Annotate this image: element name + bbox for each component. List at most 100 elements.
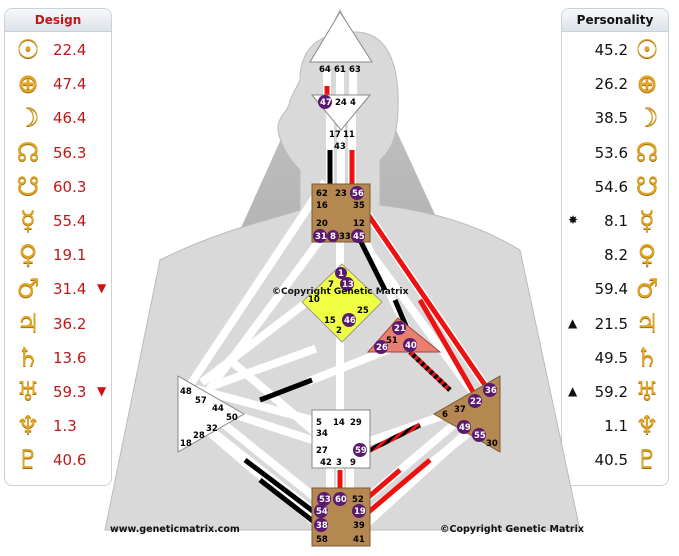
personality-value: 59.2 (594, 383, 628, 401)
design-row: ☋60.3 (5, 170, 111, 204)
earth-icon: ⊕ (17, 69, 39, 100)
active-channels (243, 86, 488, 527)
design-row: ☽ 46.4 (5, 101, 111, 135)
personality-value: 38.5 (594, 109, 628, 128)
active-gate-marker (457, 420, 471, 434)
status-marker: ✸ (568, 213, 579, 227)
gate-label: 12 (353, 219, 365, 229)
gate-label: 19 (354, 507, 366, 517)
personality-row: ♄ 49.5 (562, 341, 668, 375)
gate-label: 45 (353, 232, 365, 242)
neptune-icon: ♆ (635, 411, 659, 442)
design-row: ⊕ 47.4 (5, 67, 111, 101)
status-marker: ▼ (97, 281, 107, 296)
gate-label: 40 (405, 341, 417, 351)
footer-website[interactable]: www.geneticmatrix.com (110, 524, 240, 535)
personality-panel: Personality ☉45.2⊕26.2☽38.5☊53.6☋54.6☿8.… (561, 8, 669, 486)
design-row: ♀19.1 (5, 238, 111, 272)
active-gate-marker (351, 229, 365, 243)
footer-copyright: ©Copyright Genetic Matrix (440, 524, 585, 535)
status-marker: ▼ (97, 384, 107, 398)
gate-label: 5 (316, 418, 322, 428)
saturn-icon: ♄ (635, 342, 659, 373)
gate-label: 43 (334, 142, 346, 152)
active-gate-marker (318, 95, 332, 109)
uranus-icon: ♅ (635, 377, 659, 407)
personality-row: ☋54.6 (562, 170, 668, 204)
design-value: 47.4 (53, 75, 87, 94)
gate-label: 55 (474, 431, 486, 441)
head-center (309, 11, 373, 63)
mercury-icon: ☿ (20, 206, 36, 236)
gate-label: 20 (316, 219, 328, 229)
gate-label: 39 (353, 521, 365, 531)
active-gate-marker (468, 394, 482, 408)
personality-value: 49.5 (594, 348, 628, 367)
gate-label: 17 (329, 130, 341, 140)
status-marker: ▲ (568, 384, 578, 398)
gate-label: 60 (335, 495, 347, 505)
personality-value: 40.5 (594, 451, 628, 470)
design-value: 59.3 (53, 383, 87, 401)
gate-label: 35 (353, 201, 365, 211)
personality-row: ⊕26.2 (562, 67, 668, 101)
gate-label: 37 (454, 405, 466, 415)
gate-label: 22 (470, 397, 482, 407)
sacral-center (311, 409, 371, 469)
copyright-watermark: ©Copyright Genetic Matrix (272, 287, 409, 297)
active-gate-marker (327, 230, 339, 242)
personality-value: 45.2 (594, 41, 628, 59)
gate-label: 15 (324, 316, 336, 326)
gate-label: 42 (320, 458, 332, 468)
design-value: 56.3 (53, 143, 87, 162)
gate-label: 54 (316, 507, 328, 517)
active-gate-marker (333, 492, 347, 506)
gate-label: 36 (485, 386, 497, 396)
gate-label: 1 (338, 269, 344, 279)
moon-icon: ☽ (16, 103, 40, 134)
north-node-icon: ☊ (635, 137, 659, 168)
gate-label: 61 (334, 65, 346, 75)
personality-row: ☊53.6 (562, 136, 668, 170)
gate-label: 29 (350, 418, 362, 428)
gate-label: 52 (352, 495, 364, 505)
active-gate-marker (317, 492, 331, 506)
gate-label: 28 (193, 431, 205, 441)
personality-row: ♂59.4 (562, 272, 668, 306)
status-marker: ▲ (568, 315, 578, 330)
north-node-icon: ☊ (16, 137, 40, 168)
gate-label: 4 (350, 98, 356, 108)
gate-label: 56 (352, 189, 364, 199)
gate-label: 3 (336, 458, 342, 468)
design-panel: Design ☉22.4⊕47.4☽46.4☊56.3☋60.3☿55.4♀19… (4, 8, 112, 486)
gate-label: 46 (344, 316, 356, 326)
active-gate-marker (353, 443, 367, 457)
personality-row: ♃21.5▲ (562, 307, 668, 341)
active-gate-marker (342, 313, 356, 327)
design-row: ♄13.6 (5, 341, 111, 375)
design-row: ♅59.3▼ (5, 375, 111, 409)
gate-label: 16 (316, 201, 328, 211)
pluto-icon: ♇ (16, 445, 40, 476)
personality-row: ☽ 38.5 (562, 101, 668, 135)
design-row: ♃36.2 (5, 307, 111, 341)
gate-label: 33 (339, 232, 351, 242)
design-value: 55.4 (53, 212, 87, 230)
gate-label: 25 (357, 306, 369, 316)
gate-label: 47 (320, 98, 332, 108)
personality-row: ♅ 59.2 ▲ (562, 375, 668, 409)
g-center (301, 263, 383, 343)
gate-label: 13 (342, 280, 354, 290)
personality-value: 54.6 (594, 177, 628, 196)
active-gate-marker (335, 267, 347, 279)
gate-label: 8 (330, 232, 336, 242)
design-row: ☉22.4 (5, 33, 111, 67)
active-gate-marker (392, 321, 406, 335)
gate-label: 34 (316, 429, 328, 439)
design-value: 46.4 (53, 109, 87, 128)
active-gate-marker (403, 338, 417, 352)
active-gate-marker (374, 340, 388, 354)
gate-label: 9 (350, 458, 356, 468)
moon-icon: ☽ (635, 103, 659, 134)
active-gate-marker (483, 383, 497, 397)
